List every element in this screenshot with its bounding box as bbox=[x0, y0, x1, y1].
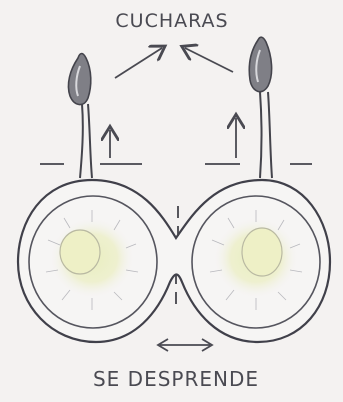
arrow-right-to-label bbox=[185, 48, 233, 72]
left-seed bbox=[60, 230, 100, 274]
right-spoon bbox=[249, 37, 272, 178]
left-spoon bbox=[68, 54, 92, 179]
title-cucharas: CUCHARAS bbox=[115, 10, 228, 32]
label-se-desprende: SE DESPRENDE bbox=[93, 367, 259, 391]
double-arrow bbox=[158, 339, 212, 351]
arrow-left-to-label bbox=[115, 48, 162, 78]
right-seed bbox=[242, 228, 282, 276]
